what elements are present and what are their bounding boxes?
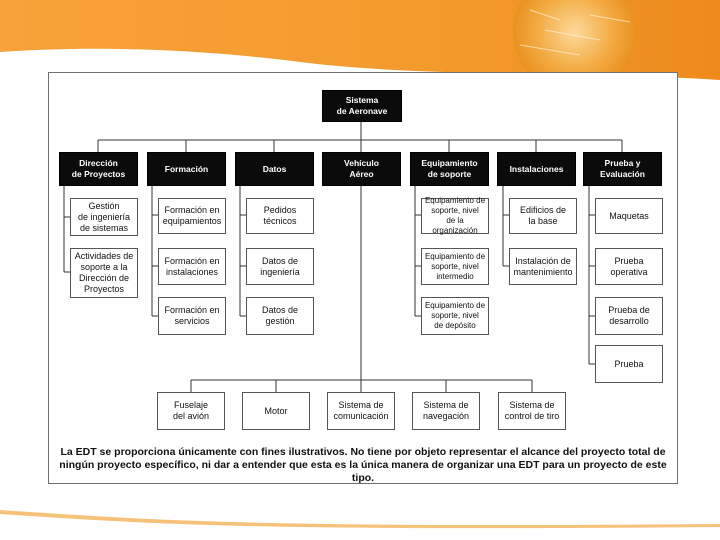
wbs-category-datos: Datos bbox=[235, 152, 314, 186]
wbs-node: Edificios de la base bbox=[509, 198, 577, 234]
wbs-node: Datos de ingeniería bbox=[246, 248, 314, 285]
disclaimer-note: La EDT se proporciona únicamente con fin… bbox=[59, 446, 667, 484]
wbs-node: Instalación de mantenimiento bbox=[509, 248, 577, 285]
wbs-node: Formación en servicios bbox=[158, 297, 226, 335]
wbs-category-instalaciones: Instalaciones bbox=[497, 152, 576, 186]
wbs-node: Motor bbox=[242, 392, 310, 430]
wbs-node: Gestión de ingeniería de sistemas bbox=[70, 198, 138, 236]
wbs-node: Sistema de navegación bbox=[412, 392, 480, 430]
wbs-node: Formación en instalaciones bbox=[158, 248, 226, 285]
wbs-node: Equipamiento de soporte, nivel de depósi… bbox=[421, 297, 489, 335]
wbs-node: Sistema de control de tiro bbox=[498, 392, 566, 430]
wbs-node: Equipamiento de soporte, nivel intermedi… bbox=[421, 248, 489, 285]
wbs-node: Prueba bbox=[595, 345, 663, 383]
wbs-node: Fuselaje del avión bbox=[157, 392, 225, 430]
wbs-node: Prueba de desarrollo bbox=[595, 297, 663, 335]
wbs-category-equipamiento: Equipamiento de soporte bbox=[410, 152, 489, 186]
wbs-category-vehiculo: Vehículo Aéreo bbox=[322, 152, 401, 186]
wbs-node: Formación en equipamientos bbox=[158, 198, 226, 234]
wbs-node: Prueba operativa bbox=[595, 248, 663, 285]
wbs-category-direccion: Dirección de Proyectos bbox=[59, 152, 138, 186]
wbs-root-node: Sistema de Aeronave bbox=[322, 90, 402, 122]
wbs-node: Pedidos técnicos bbox=[246, 198, 314, 234]
wbs-category-prueba: Prueba y Evaluación bbox=[583, 152, 662, 186]
wbs-node: Actividades de soporte a la Dirección de… bbox=[70, 248, 138, 298]
wbs-node: Sistema de comunicación bbox=[327, 392, 395, 430]
wbs-category-formacion: Formación bbox=[147, 152, 226, 186]
wbs-node: Equipamiento de soporte, nivel de la org… bbox=[421, 196, 489, 235]
wbs-node: Maquetas bbox=[595, 198, 663, 234]
globe-graphic bbox=[513, 0, 637, 94]
wbs-node: Datos de gestión bbox=[246, 297, 314, 335]
